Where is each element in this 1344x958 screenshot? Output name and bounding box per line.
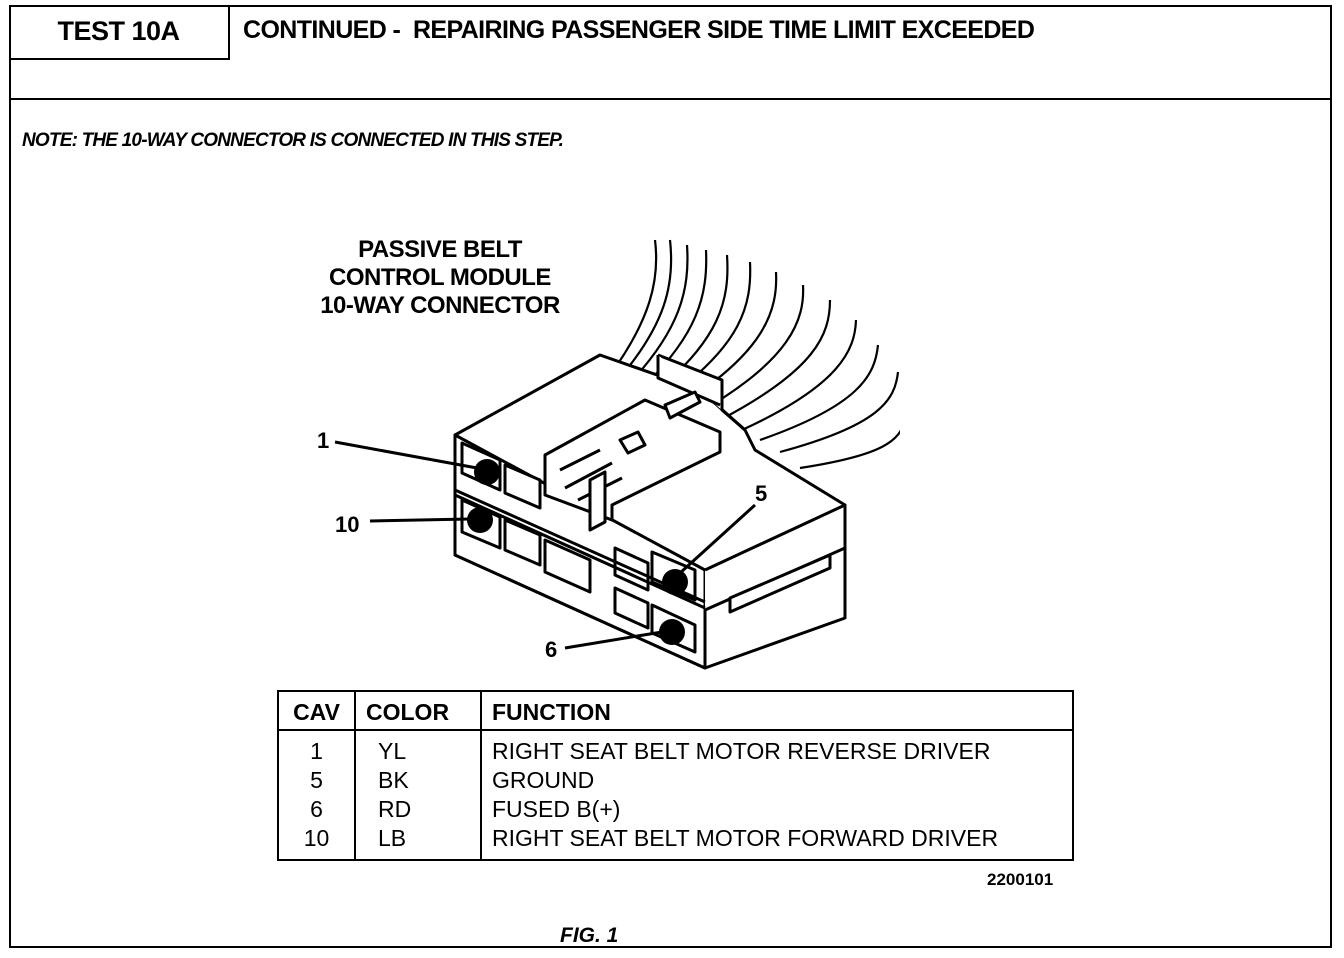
function-cell: RIGHT SEAT BELT MOTOR FORWARD DRIVER: [492, 825, 999, 851]
color-cell: YL: [355, 730, 482, 766]
table-row: 6 RD FUSED B(+): [278, 795, 1073, 824]
callout-1: 1: [317, 428, 330, 453]
cav-cell: 10: [278, 824, 356, 860]
cav-cell: 6: [278, 795, 356, 824]
cavity-10-marker: [467, 507, 493, 533]
figure-label: FIG. 1: [560, 924, 619, 947]
diagram-title-line-3: 10-WAY CONNECTOR: [320, 292, 560, 319]
leader-6: [564, 630, 663, 650]
leader-1: [334, 440, 478, 470]
cavity-5-marker: [662, 569, 688, 595]
diagram-title-line-2: CONTROL MODULE: [329, 264, 551, 291]
function-cell: FUSED B(+): [492, 796, 621, 822]
page-title: CONTINUED - REPAIRING PASSENGER SIDE TIM…: [243, 16, 1035, 44]
cavity-1-marker: [474, 459, 500, 485]
part-number: 2200101: [987, 870, 1054, 889]
table-row: 1 YL RIGHT SEAT BELT MOTOR REVERSE DRIVE…: [278, 730, 1073, 766]
test-label: TEST 10A: [9, 5, 230, 60]
diagram-title-line-1: PASSIVE BELT: [358, 236, 522, 263]
page-frame: [9, 5, 1332, 948]
table-header-row: CAV COLOR FUNCTION: [278, 691, 1073, 731]
callout-5: 5: [755, 481, 768, 506]
leader-10: [369, 517, 471, 523]
cavity-table: CAV COLOR FUNCTION 1 YL RIGHT SEAT BELT …: [277, 690, 1074, 861]
table-row: 10 LB RIGHT SEAT BELT MOTOR FORWARD DRIV…: [278, 824, 1073, 860]
column-header-cav: CAV: [278, 691, 356, 731]
cav-cell: 5: [278, 766, 356, 795]
cavity-6-marker: [659, 619, 685, 645]
color-cell: BK: [355, 766, 482, 795]
callout-leaders: [334, 440, 757, 650]
column-header-color: COLOR: [355, 691, 482, 731]
function-cell: RIGHT SEAT BELT MOTOR REVERSE DRIVER: [492, 738, 991, 764]
cavity-markers: [467, 459, 688, 645]
column-header-function: FUNCTION: [481, 691, 1073, 731]
table-row: 5 BK GROUND: [278, 766, 1073, 795]
color-cell: LB: [355, 824, 482, 860]
function-cell: GROUND: [492, 767, 595, 793]
color-cell: RD: [355, 795, 482, 824]
cav-cell: 1: [278, 730, 356, 766]
connector-housing: [453, 353, 847, 670]
header-divider: [9, 98, 1332, 100]
note-text: NOTE: THE 10-WAY CONNECTOR IS CONNECTED …: [22, 130, 564, 151]
callout-10: 10: [335, 512, 360, 537]
callout-6: 6: [545, 637, 558, 662]
connector-illustration: [334, 239, 900, 670]
leader-5: [678, 503, 757, 575]
diagram-title: PASSIVE BELT CONTROL MODULE 10-WAY CONNE…: [300, 236, 580, 320]
